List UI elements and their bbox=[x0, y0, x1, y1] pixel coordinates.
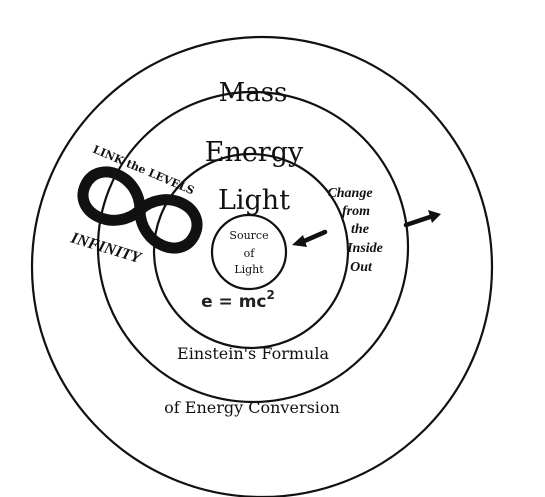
caption-line-1: Einstein's Formula bbox=[177, 344, 329, 363]
source-of-light-label: Source of Light bbox=[229, 229, 268, 276]
ring-mass bbox=[30, 35, 494, 497]
formula-exponent: 2 bbox=[267, 288, 275, 302]
formula-base: e = mc bbox=[201, 292, 266, 312]
light-label: Light bbox=[218, 185, 290, 216]
ring-source bbox=[210, 213, 288, 291]
ring-energy bbox=[96, 90, 410, 404]
source-line-1: Source bbox=[229, 229, 268, 242]
arrow-inward-icon bbox=[292, 229, 328, 247]
formula-label: e = mc2 bbox=[201, 288, 275, 312]
change-note: Change from the Inside Out bbox=[327, 186, 382, 275]
source-line-3: Light bbox=[234, 263, 264, 276]
change-line-2: from bbox=[342, 204, 370, 219]
caption-line-2: of Energy Conversion bbox=[164, 398, 340, 417]
energy-label: Energy bbox=[205, 137, 304, 168]
change-line-4: Inside bbox=[346, 241, 383, 256]
arrow-outward-icon bbox=[403, 210, 441, 228]
infinity-icon bbox=[77, 166, 203, 254]
ring-light bbox=[152, 152, 350, 350]
mass-label: Mass bbox=[219, 78, 288, 108]
change-line-3: the bbox=[351, 222, 369, 237]
change-line-1: Change bbox=[327, 186, 372, 201]
change-line-5: Out bbox=[350, 260, 373, 275]
source-line-2: of bbox=[244, 247, 256, 260]
infinity-label: INFINITY bbox=[68, 229, 144, 267]
